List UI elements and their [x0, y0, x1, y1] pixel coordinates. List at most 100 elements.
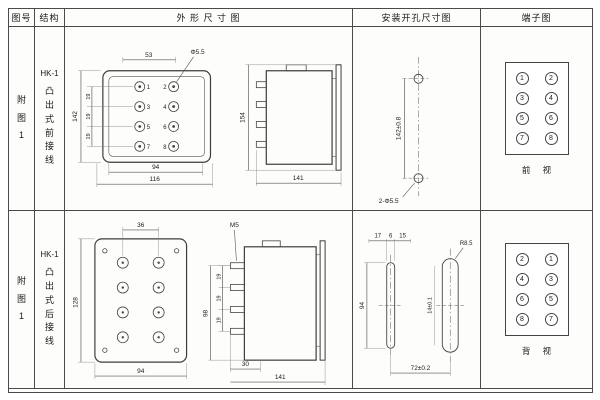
header-figure-label: 图号: [11, 13, 32, 23]
svg-text:2: 2: [163, 85, 167, 91]
header-mounting: 安装开孔尺寸图: [353, 9, 481, 27]
terminal-diagram-rear: 2 1 4 3 6 5 8 7 背 视: [504, 242, 569, 357]
terminal-screws: [134, 81, 180, 152]
dim-label-72: 72±0.2: [411, 365, 431, 372]
mounting-hole-drawing-front: 142±0.8 2-Φ5.5: [379, 56, 429, 205]
relay-base-outline: [94, 238, 188, 363]
dim-label-94: 94: [137, 368, 145, 375]
dim-label-slot: 14±0.1: [427, 297, 433, 314]
svg-text:5: 5: [147, 125, 151, 131]
hole-callout-label: 2-Φ5.5: [379, 198, 399, 205]
dim-label-98: 98: [202, 309, 209, 317]
terminal-pin: 4: [515, 272, 529, 286]
dim-label-19b: 19: [216, 295, 222, 301]
dim-label-53: 53: [145, 52, 153, 59]
terminal-pin: 7: [544, 312, 558, 326]
dim-label-141: 141: [275, 374, 286, 381]
terminal-pin: 7: [515, 131, 529, 145]
row2-structure-cell: HK-1 凸出式后接线: [35, 211, 65, 389]
relay-case-outline: [102, 70, 212, 163]
mounting-slot-right: [441, 258, 459, 353]
svg-text:6: 6: [163, 125, 167, 131]
drawing-sheet: 图号 结构 外 形 尺 寸 图 安装开孔尺寸图 端子图 附图1 HK-1 凸出式…: [8, 8, 593, 393]
spec-table: 图号 结构 外 形 尺 寸 图 安装开孔尺寸图 端子图 附图1 HK-1 凸出式…: [9, 9, 592, 392]
dim-label-17: 17: [375, 233, 382, 239]
svg-text:4: 4: [163, 105, 167, 111]
header-terminal-label: 端子图: [521, 13, 552, 23]
structure-type: 凸出式前接线: [44, 85, 54, 166]
screw-callout: M5: [230, 222, 239, 229]
header-structure: 结构: [35, 9, 65, 27]
corner-screws: [102, 248, 180, 353]
svg-text:8: 8: [163, 145, 167, 151]
footer-strip: [9, 389, 592, 392]
dim-label-128: 128: [72, 297, 79, 308]
relay-model: HK-1: [40, 68, 59, 78]
terminal-pin: 2: [544, 71, 558, 85]
structure-type: 凸出式后接线: [44, 266, 54, 347]
header-mounting-label: 安装开孔尺寸图: [381, 13, 452, 23]
side-view: [255, 64, 342, 171]
terminal-pin: 8: [544, 131, 558, 145]
row2-mounting-cell: 17 6 15 R8.5 94 14±0.1 72±0.2: [353, 211, 481, 389]
dim-label-141: 141: [293, 175, 304, 182]
row2-outline-cell: 36 128 94: [65, 211, 353, 389]
terminal-box: 1 2 3 4 5 6 7 8: [504, 61, 569, 155]
dim-label-19a: 19: [216, 274, 222, 280]
header-structure-label: 结构: [39, 13, 60, 23]
terminal-studs: [116, 256, 165, 344]
row1-outline-cell: 1 2 3 4 5 6 7 8 53 Φ5.5 1: [65, 27, 353, 211]
view-label: 背 视: [521, 345, 557, 356]
dim-label-94: 94: [359, 301, 366, 309]
row1-figure-cell: 附图1: [9, 27, 35, 211]
dim-label-19c: 19: [86, 133, 92, 139]
mounting-hole-drawing-rear: 17 6 15 R8.5 94 14±0.1 72±0.2: [359, 233, 473, 377]
row2-figure-cell: 附图1: [9, 211, 35, 389]
terminal-pin: 5: [515, 111, 529, 125]
view-label: 前 视: [521, 164, 557, 175]
terminal-pin: 1: [515, 71, 529, 85]
terminal-pin: 6: [544, 111, 558, 125]
row1-structure-cell: HK-1 凸出式前接线: [35, 27, 65, 211]
terminal-pin: 1: [544, 252, 558, 266]
header-outline-label: 外 形 尺 寸 图: [176, 13, 241, 23]
dim-label-142-08: 142±0.8: [396, 116, 403, 140]
dim-label-hole: Φ5.5: [190, 49, 205, 56]
terminal-pin: 5: [544, 292, 558, 306]
outline-drawing-front-wiring: 1 2 3 4 5 6 7 8 53 Φ5.5 1: [72, 49, 342, 188]
dim-label-19c: 19: [216, 317, 222, 323]
side-view: [230, 240, 326, 361]
svg-text:7: 7: [147, 145, 151, 151]
figure-number: 附图1: [16, 95, 26, 141]
dim-label-36: 36: [137, 222, 145, 229]
dim-label-15: 15: [399, 233, 406, 239]
svg-text:3: 3: [147, 105, 151, 111]
dim-label-154: 154: [239, 112, 246, 123]
row1-terminal-cell: 1 2 3 4 5 6 7 8 前 视: [481, 27, 592, 211]
dim-label-116: 116: [150, 176, 161, 183]
terminal-box: 2 1 4 3 6 5 8 7: [504, 242, 569, 336]
terminal-diagram-front: 1 2 3 4 5 6 7 8 前 视: [504, 61, 569, 176]
terminal-pin: 8: [515, 312, 529, 326]
header-figure: 图号: [9, 9, 35, 27]
terminal-pin: 3: [515, 91, 529, 105]
dim-label-30: 30: [242, 361, 250, 368]
terminal-pin: 4: [544, 91, 558, 105]
dim-label-142: 142: [72, 111, 79, 122]
terminal-numbers: 1 2 3 4 5 6 7 8: [147, 85, 168, 151]
radius-callout: R8.5: [460, 241, 473, 247]
dim-label-19a: 19: [86, 94, 92, 100]
terminal-pin: 3: [544, 272, 558, 286]
row2-terminal-cell: 2 1 4 3 6 5 8 7 背 视: [481, 211, 592, 389]
dim-label-19b: 19: [86, 113, 92, 119]
mounting-slot-left: [386, 262, 396, 349]
header-outline: 外 形 尺 寸 图: [65, 9, 353, 27]
svg-text:1: 1: [147, 85, 151, 91]
figure-number: 附图1: [16, 276, 26, 322]
terminal-pin: 2: [515, 252, 529, 266]
outline-drawing-rear-wiring: 36 128 94: [72, 222, 326, 386]
dim-label-94: 94: [152, 164, 160, 171]
relay-cover-edge: [108, 76, 205, 157]
header-terminal: 端子图: [481, 9, 592, 27]
dim-label-6: 6: [389, 233, 393, 239]
